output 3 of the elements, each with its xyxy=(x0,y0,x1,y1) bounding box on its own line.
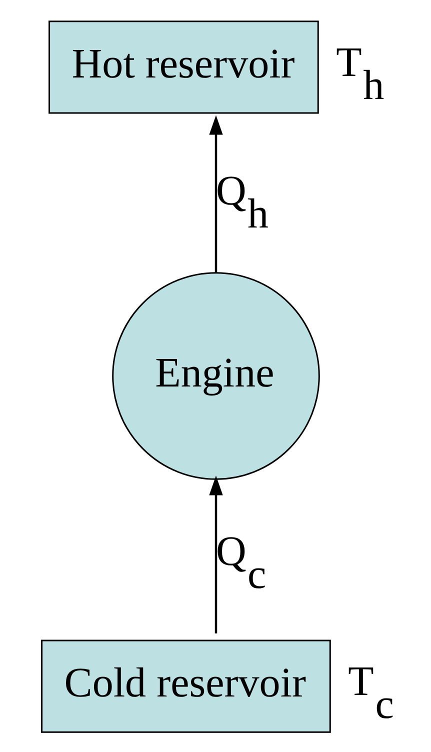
node-circle: Engine xyxy=(112,272,320,480)
arrow xyxy=(208,115,222,273)
arrow xyxy=(208,476,222,634)
